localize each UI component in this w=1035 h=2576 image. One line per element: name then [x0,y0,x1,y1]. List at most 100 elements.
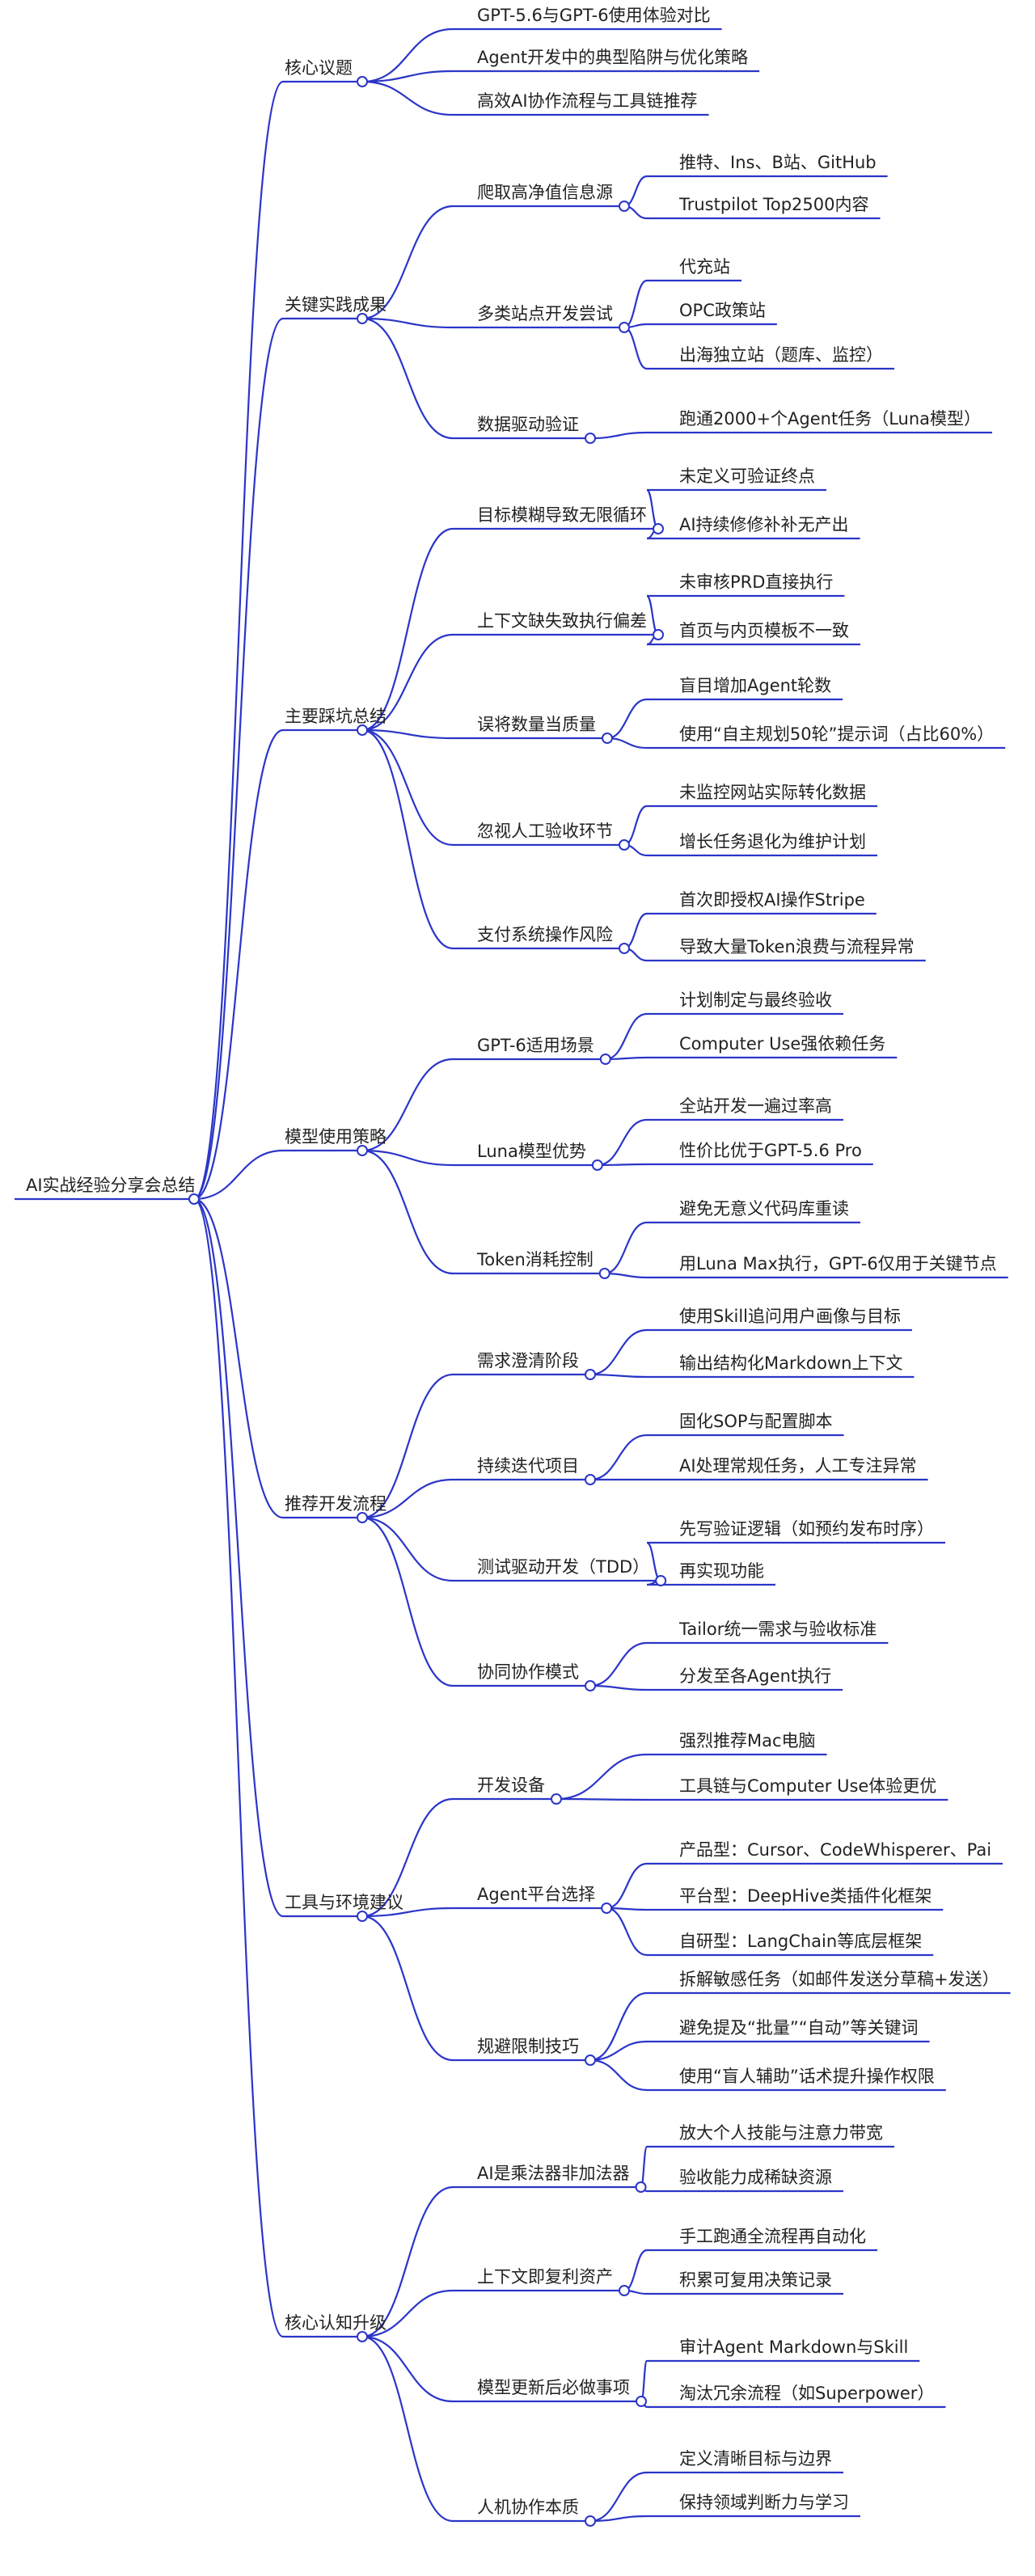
root-topic: AI实战经验分享会总结 [26,1176,196,1195]
subtopic: 开发设备 [477,1776,545,1795]
subtopic-junction [619,839,630,851]
leaf-topic: 性价比优于GPT-5.6 Pro [679,1141,862,1160]
connector-branch-subtopic [361,2335,454,2403]
connector-subtopic-leaf [623,804,648,847]
connector-branch-subtopic [361,728,454,950]
leaf-topic: 分发至各Agent执行 [679,1666,832,1686]
connector-subtopic-leaf [606,1862,648,1910]
connector-branch-subtopic [361,2289,454,2338]
leaf-topic: 手工跑通全流程再自动化 [679,2227,866,2246]
connector-subtopic-leaf [623,326,648,370]
leaf-topic: 导致大量Token浪费与流程异常 [679,937,915,956]
leaf-topic: 首页与内页模板不一致 [679,621,849,640]
leaf-topic: 全站开发一遍过率高 [679,1096,832,1116]
leaf-topic: 用Luna Max执行，GPT-6仅用于关键节点 [679,1254,997,1273]
connector-branch-subtopic [361,1373,454,1519]
connector-branch-subtopic [361,1149,454,1275]
leaf-topic: 使用“自主规划50轮”提示词（占比60%） [679,724,995,744]
connector-subtopic-leaf [589,1373,648,1379]
mindmap-connectors [193,27,661,2523]
connector-branch-subtopic [361,80,454,116]
subtopic: 规避限制技巧 [477,2037,579,2056]
leaf-topic: 跑通2000+个Agent任务（Luna模型） [679,409,982,429]
leaf-topic: 放大个人技能与注意力带宽 [679,2123,883,2143]
connector-branch-subtopic [361,1915,454,2062]
subtopic-junction [635,2181,647,2193]
leaf-topic: 固化SOP与配置脚本 [679,1412,833,1431]
connector-subtopic-leaf [604,1221,648,1275]
leaf-topic: AI持续修修补补无产出 [679,515,849,534]
subtopic-junction [619,322,630,333]
subtopic-junction [585,2515,596,2527]
subtopic: 误将数量当质量 [477,715,596,734]
connector-root-branch [193,728,284,1201]
branch-topic: 核心议题 [285,58,353,78]
mindmap-junctions [188,76,667,2527]
subtopic: 忽视人工验收环节 [477,821,613,841]
subtopic-junction [636,2396,647,2407]
connector-subtopic-leaf [589,2471,648,2523]
branch-topic: 主要踩坑总结 [285,707,387,726]
branch-junction [357,313,368,324]
leaf-topic: Trustpilot Top2500内容 [679,195,869,214]
root-junction [188,1193,200,1205]
leaf-topic: 保持领域判断力与学习 [679,2493,849,2512]
connector-subtopic-leaf [589,1991,648,2062]
connector-root-branch [193,80,284,1201]
connector-subtopic-leaf [589,2515,648,2523]
connector-branch-subtopic [361,1058,454,1152]
leaf-topic: AI处理常规任务，人工专注异常 [679,1456,917,1476]
subtopic-junction [653,523,664,534]
connector-subtopic-leaf [640,2145,648,2189]
subtopic: 爬取高净值信息源 [477,183,613,202]
subtopic-junction [619,943,630,954]
leaf-topic: 使用Skill追问用户画像与目标 [679,1307,901,1326]
leaf-topic: 计划制定与最终验收 [679,990,832,1010]
subtopic: 数据驱动验证 [477,415,579,434]
connector-branch-subtopic [361,633,454,732]
connector-branch-subtopic [361,1516,454,1582]
branch-junction [357,1512,368,1523]
connector-branch-subtopic [361,317,454,329]
branch-topic: 关键实践成果 [285,295,387,315]
connector-subtopic-leaf [589,1641,648,1687]
subtopic: 需求澄清阶段 [477,1351,579,1370]
leaf-topic: 先写验证逻辑（如预约发布时序） [679,1519,934,1539]
connector-subtopic-leaf [589,2040,648,2062]
leaf-topic: 定义清晰目标与边界 [679,2449,832,2468]
connector-subtopic-leaf [556,1753,648,1801]
connector-branch-subtopic [361,527,454,732]
connector-subtopic-leaf [623,912,648,950]
connector-subtopic-leaf [556,1797,648,1801]
branch-topic: 工具与环境建议 [285,1893,403,1912]
branch-topic: 核心认知升级 [285,2313,387,2333]
leaf-topic: 积累可复用决策记录 [679,2270,832,2290]
leaf-topic: 产品型：Cursor、CodeWhisperer、Pai [679,1840,992,1860]
leaf-topic: 平台型：DeepHive类插件化框架 [679,1886,932,1906]
connector-branch-subtopic [361,728,454,740]
connector-subtopic-leaf [645,594,660,636]
subtopic: 目标模糊导致无限循环 [477,505,647,525]
connector-root-branch [193,1197,284,1519]
leaf-topic: 审计Agent Markdown与Skill [679,2337,909,2357]
subtopic-junction [585,1680,596,1691]
connector-branch-subtopic [361,70,454,83]
subtopic: 模型更新后必做事项 [477,2378,630,2397]
branch-topic: 推荐开发流程 [285,1494,387,1514]
leaf-topic: 增长任务退化为维护计划 [679,832,866,851]
connector-root-branch [193,1197,284,2338]
leaf-topic: 代充站 [679,257,730,277]
branch-junction [357,1911,368,1922]
subtopic-junction [585,1474,596,1485]
leaf-topic: 再实现功能 [679,1561,764,1581]
leaf-topic: 未审核PRD直接执行 [679,572,834,592]
subtopic-junction [585,433,596,444]
leaf-topic: Computer Use强依赖任务 [679,1034,886,1054]
subtopic-junction [551,1793,562,1805]
leaf-topic: 推特、Ins、B站、GitHub [679,153,877,172]
branch-junction [357,76,368,87]
leaf-topic: 未监控网站实际转化数据 [679,783,866,802]
connector-subtopic-leaf [623,279,648,329]
subtopic-junction [655,1575,667,1586]
